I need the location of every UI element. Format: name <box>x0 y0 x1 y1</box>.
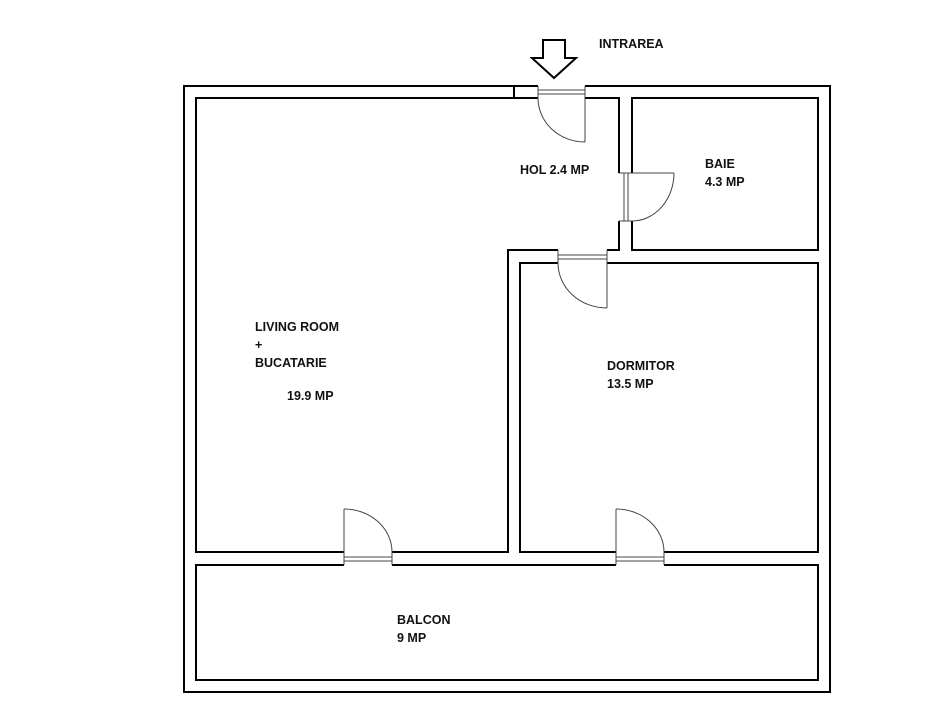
living-name: LIVING ROOM <box>255 320 340 334</box>
entrance-door <box>537 85 586 143</box>
entrance-arrow-icon <box>529 39 579 80</box>
living-name2: BUCATARIE <box>255 356 327 370</box>
dormitor-area: 13.5 MP <box>607 377 654 391</box>
living-area: 19.9 MP <box>287 389 334 403</box>
hol-label: HOL 2.4 MP <box>520 163 590 177</box>
outer-wall <box>183 85 831 693</box>
dormitor-door <box>557 249 608 309</box>
dormitor-label: DORMITOR 13.5 MP <box>607 357 675 393</box>
baie-area: 4.3 MP <box>705 175 745 189</box>
walls <box>183 85 831 693</box>
balcon-name: BALCON <box>397 613 451 627</box>
baie-name: BAIE <box>705 157 735 171</box>
balcon-outline <box>195 564 819 681</box>
living-label: LIVING ROOM + BUCATARIE <box>255 318 339 372</box>
living-plus: + <box>255 338 263 352</box>
doors <box>343 85 675 566</box>
baie-label: BAIE 4.3 MP <box>705 155 745 191</box>
dormitor-balcon-door <box>615 508 665 566</box>
balcon-label: BALCON 9 MP <box>397 611 450 647</box>
dormitor-outline <box>519 262 819 553</box>
dormitor-name: DORMITOR <box>607 359 675 373</box>
balcon-area: 9 MP <box>397 631 427 645</box>
entrance-label: INTRAREA <box>599 37 664 51</box>
baie-door <box>618 172 675 222</box>
living-balcon-door <box>343 508 393 566</box>
living-room-outline <box>195 97 620 553</box>
